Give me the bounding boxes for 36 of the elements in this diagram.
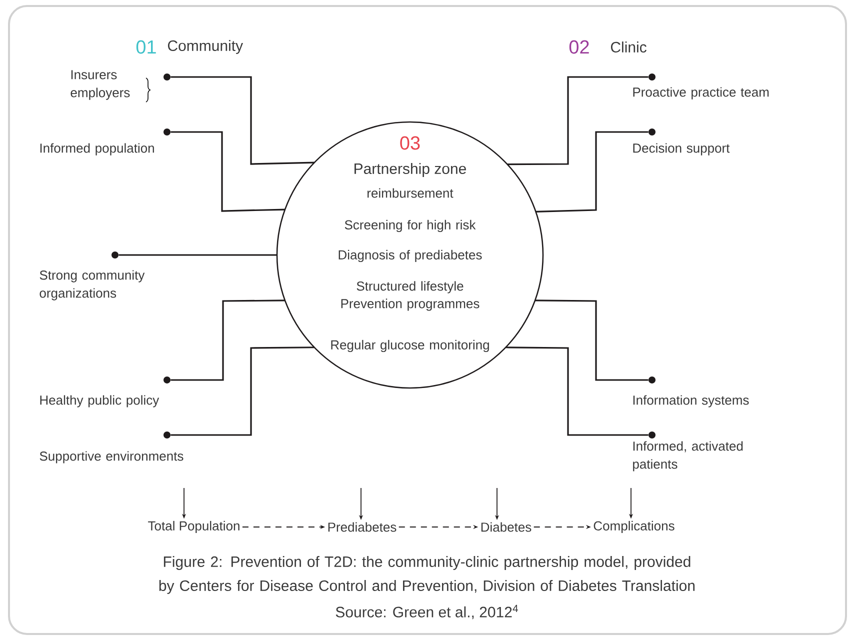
node-label: Information systems bbox=[633, 395, 749, 408]
node-label: Decision support bbox=[633, 143, 730, 156]
stage-label: Total Population bbox=[148, 520, 240, 534]
connector-line bbox=[506, 346, 648, 436]
group-number: 01 bbox=[136, 40, 156, 54]
connector-line bbox=[534, 300, 648, 381]
zone-item: Diagnosis of prediabetes bbox=[338, 250, 482, 262]
connector-line bbox=[536, 131, 648, 212]
node-label: Insurers employers bbox=[70, 70, 130, 100]
zone-item: Structured lifestyle Prevention programmes bbox=[341, 281, 480, 311]
zone-item: reimbursement bbox=[368, 188, 454, 198]
node-label: Informed, activated patients bbox=[633, 441, 743, 472]
node-label: Healthy public policy bbox=[40, 395, 160, 408]
connector-line bbox=[170, 346, 314, 436]
node-label: Strong community organizations bbox=[40, 270, 145, 300]
node-label: Proactive practice team bbox=[633, 87, 769, 100]
node-label: Informed population bbox=[40, 143, 154, 156]
connector-line bbox=[170, 131, 286, 212]
zone-item: Regular glucose monitoring bbox=[331, 340, 489, 352]
zone-title: Partnership zone bbox=[354, 163, 466, 177]
group-heading: Clinic bbox=[610, 42, 646, 52]
connector-line bbox=[118, 254, 277, 256]
zone-number: 03 bbox=[400, 136, 420, 150]
group-heading: Community bbox=[168, 40, 243, 54]
source-note: Source: Green et al., 2012$^{4}$ bbox=[336, 604, 518, 620]
stage-label: Diabetes bbox=[481, 522, 532, 532]
caption: Figure 2: Prevention of T2D: the community-clinic partnership model, provided by Centers for Disease Control and Prevention, Division of Diabetes Translation bbox=[159, 556, 695, 594]
node-label: Supportive environments bbox=[40, 451, 184, 464]
connector-line bbox=[170, 76, 314, 165]
group-number: 02 bbox=[569, 40, 589, 54]
stage-label: Complications bbox=[594, 520, 674, 534]
partnership-circle bbox=[276, 121, 544, 389]
stage-label: Prediabetes bbox=[328, 522, 396, 532]
connector-line bbox=[170, 300, 286, 381]
connector-line bbox=[507, 76, 648, 166]
zone-item: Screening for high risk bbox=[344, 220, 476, 232]
